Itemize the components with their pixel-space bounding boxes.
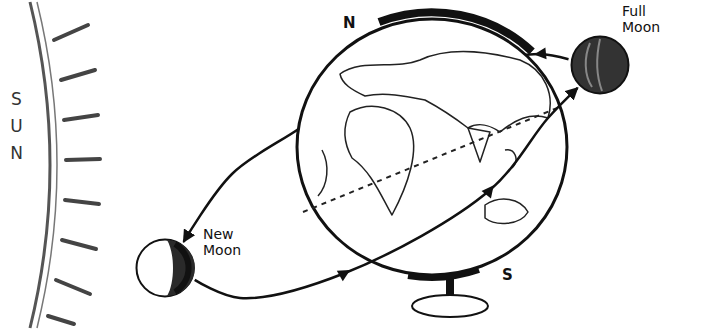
sun-ray — [56, 280, 90, 294]
continents — [318, 52, 550, 224]
sun-ray — [64, 115, 98, 120]
moon-outline — [135, 238, 195, 298]
continent-outline — [468, 128, 490, 162]
moon-disc — [572, 37, 629, 94]
globe — [297, 12, 567, 317]
orbit-arrow — [195, 88, 578, 298]
continent-outline — [485, 199, 528, 223]
north-pole-label: N — [343, 14, 356, 32]
sun-ray — [54, 25, 88, 40]
sun-edge — [37, 2, 57, 328]
moon-outline — [570, 35, 630, 95]
continent-outline — [318, 150, 327, 196]
sun-figure — [30, 2, 100, 328]
arrow-head — [533, 47, 546, 60]
sun-ray — [65, 200, 99, 204]
sun-label: SUN — [8, 86, 25, 168]
moon-label: Full Moon — [622, 3, 674, 35]
sun-rays — [48, 25, 100, 324]
dashed-equator — [303, 106, 562, 212]
moon-label: New Moon — [203, 226, 249, 258]
sun-ray — [66, 159, 100, 160]
continent-outline — [345, 106, 414, 215]
continent-outline — [340, 52, 550, 132]
moon-shade — [586, 39, 602, 91]
globe-base — [412, 295, 488, 317]
sun-ray — [61, 70, 95, 80]
arrow-head — [337, 265, 353, 281]
arrow-head — [482, 182, 499, 199]
sun-label-box: SUN — [8, 86, 25, 168]
south-pole-label: S — [502, 266, 513, 284]
full-moon-circle: Full Moon — [570, 35, 630, 95]
moon-shade — [175, 244, 189, 292]
meridian-ring — [379, 12, 532, 51]
sun-ray — [48, 316, 74, 324]
moon-shade — [167, 240, 195, 296]
meridian-ring — [408, 270, 479, 278]
new-moon-circle: New Moon — [135, 238, 195, 298]
sun-ray — [62, 240, 96, 249]
